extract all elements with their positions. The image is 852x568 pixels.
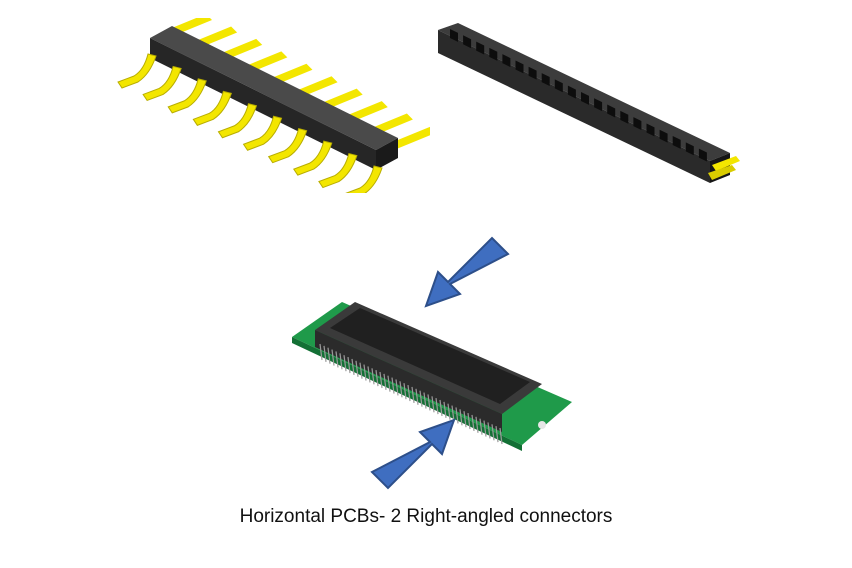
connector-lead <box>331 349 335 366</box>
connector-lead <box>339 353 343 370</box>
socket-body-front <box>438 30 710 183</box>
connector-lead <box>399 381 403 398</box>
connector-lead <box>423 392 427 409</box>
connector-slot <box>330 308 530 404</box>
arrow-top <box>424 236 510 308</box>
pin-header-pin-bent <box>267 128 308 164</box>
connector-lead <box>439 399 443 417</box>
connector-lead <box>483 420 487 437</box>
pin-header-pin-bent <box>117 53 157 89</box>
socket-hole <box>541 73 550 86</box>
socket-hole <box>489 47 498 61</box>
connector-lead <box>447 403 451 420</box>
socket-pin-2 <box>708 165 736 180</box>
connector-lead <box>475 416 479 433</box>
connector-body-front <box>315 330 502 432</box>
socket-hole <box>463 35 472 49</box>
pin-header-pin-bent <box>192 90 232 126</box>
socket-hole <box>594 98 603 112</box>
right-angle-pin-header-icon <box>117 18 430 193</box>
socket-hole <box>620 110 629 124</box>
connector-lead <box>335 351 339 368</box>
connector-lead <box>387 375 391 392</box>
connector-lead <box>431 396 435 413</box>
pin-header-pin-bent <box>167 78 207 114</box>
connector-lead <box>327 347 331 364</box>
connector-lead <box>471 414 475 432</box>
connector-lead <box>375 370 379 387</box>
connector-lead <box>435 398 439 415</box>
pin-header-pin-bent <box>345 165 383 193</box>
socket-hole <box>633 117 642 131</box>
socket-hole <box>659 129 668 143</box>
socket-hole <box>502 54 511 68</box>
connector-lead <box>487 422 491 439</box>
socket-hole <box>515 60 524 74</box>
socket-pin-1 <box>712 156 740 171</box>
connector-lead <box>359 362 363 379</box>
pin-header-pin-bent <box>318 152 358 189</box>
connector-lead <box>371 368 375 385</box>
socket-hole <box>450 28 458 42</box>
socket-hole <box>528 66 537 80</box>
connector-lead <box>319 343 323 361</box>
connector-lead <box>323 345 327 362</box>
pin-header-body-front <box>150 38 376 170</box>
connector-lead <box>419 390 423 407</box>
connector-lead <box>443 401 447 418</box>
pin-header-pin-top <box>388 126 430 150</box>
pin-header-body-top <box>150 26 398 150</box>
socket-hole <box>581 91 589 105</box>
connector-lead <box>363 364 367 381</box>
right-angle-socket-header-icon <box>438 23 740 183</box>
connector-lead <box>479 418 483 435</box>
connector-lead <box>495 426 499 443</box>
pin-header-body-end <box>376 138 398 170</box>
connector-lead <box>391 377 395 394</box>
connector-lead <box>427 394 431 411</box>
socket-hole <box>607 104 616 118</box>
socket-hole <box>698 148 707 162</box>
pcb-mount-hole <box>538 421 546 429</box>
connector-lead <box>499 427 503 445</box>
connector-lead <box>411 386 415 404</box>
socket-hole <box>646 123 655 137</box>
pcb-edge-connector-icon <box>292 236 572 490</box>
connector-lead <box>379 371 383 389</box>
connector-lead <box>403 383 407 400</box>
connector-lead <box>395 379 399 396</box>
arrow-bottom <box>370 418 456 490</box>
connector-lead <box>383 373 387 390</box>
socket-body-top <box>438 23 730 161</box>
connector-lead <box>355 360 359 377</box>
pin-header-pin-bent <box>242 115 283 151</box>
connector-lead <box>491 424 495 441</box>
socket-hole <box>554 79 563 93</box>
connector-lead <box>343 355 347 372</box>
figure-caption: Horizontal PCBs- 2 Right-angled connecto… <box>239 506 613 527</box>
socket-hole <box>567 85 576 99</box>
connector-lead <box>467 412 471 430</box>
connector-lead <box>415 388 419 405</box>
socket-hole <box>685 142 694 156</box>
connector-lead <box>463 411 467 428</box>
pin-header-pin-bent <box>293 140 333 176</box>
socket-hole <box>476 41 485 55</box>
connector-lead <box>459 409 463 426</box>
connector-lead <box>407 384 411 402</box>
pin-header-pin-bent <box>142 65 182 102</box>
connector-lead <box>455 407 459 424</box>
connector-lead <box>351 358 355 376</box>
socket-hole <box>672 136 681 149</box>
connector-lead <box>347 356 351 374</box>
connector-lead <box>451 405 455 422</box>
pin-header-pin-bent <box>217 103 258 139</box>
connector-lead <box>367 366 371 383</box>
